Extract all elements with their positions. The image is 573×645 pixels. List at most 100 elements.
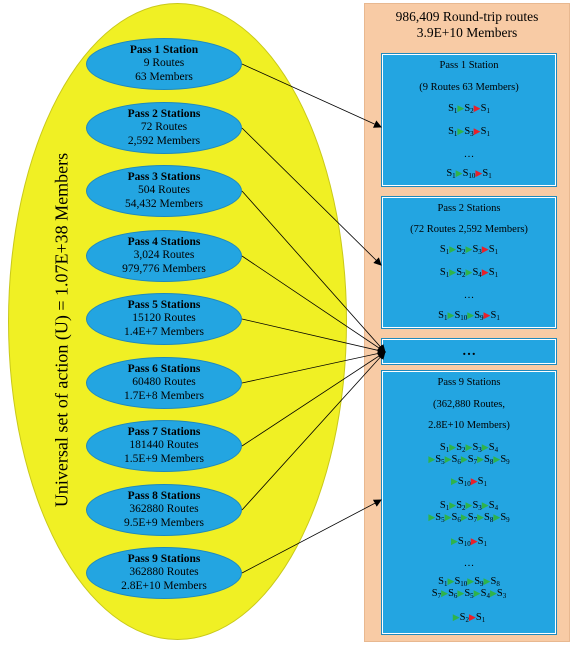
route-row: S1▶S10▶S9▶S1 <box>438 310 500 322</box>
box-summary: (72 Routes 2,592 Members) <box>410 224 528 235</box>
green-arrow-icon: ▶ <box>477 454 485 464</box>
green-arrow-icon: ▶ <box>467 576 475 586</box>
pass-6-node[interactable]: Pass 6 Stations 60480 Routes 1.7E+8 Memb… <box>86 357 242 409</box>
box-title: Pass 9 Stations <box>437 377 501 388</box>
green-arrow-icon: ▶ <box>449 244 457 254</box>
pass-9-box[interactable]: Pass 9 Stations (362,880 Routes, 2.8E+10… <box>382 371 556 634</box>
red-arrow-icon: ▶ <box>483 310 491 320</box>
pass-title: Pass 5 Stations <box>127 298 201 311</box>
green-arrow-icon: ▶ <box>449 442 457 452</box>
pass-members: 1.5E+9 Members <box>124 452 204 465</box>
ellipsis: … <box>462 344 476 359</box>
box-summary: 2.8E+10 Members) <box>428 420 510 431</box>
green-arrow-icon: ▶ <box>441 588 449 598</box>
green-arrow-icon: ▶ <box>449 267 457 277</box>
pass-title: Pass 3 Stations <box>127 170 201 183</box>
green-arrow-icon: ▶ <box>450 476 458 486</box>
pass-members: 1.4E+7 Members <box>124 325 204 338</box>
ellipsis: … <box>463 290 475 301</box>
pass-routes: 181440 Routes <box>129 439 199 452</box>
box-title: Pass 2 Stations <box>437 203 501 214</box>
more-passes-box[interactable]: … <box>382 339 556 364</box>
green-arrow-icon: ▶ <box>444 454 452 464</box>
box-summary: (362,880 Routes, <box>432 399 506 410</box>
red-arrow-icon: ▶ <box>473 126 481 136</box>
green-arrow-icon: ▶ <box>428 512 436 522</box>
route-row: S1▶S10▶S9▶S8 <box>438 576 500 588</box>
pass-members: 2,592 Members <box>127 134 201 147</box>
route-row: ▶S5▶S6▶S7▶S8▶S9 <box>428 512 510 524</box>
route-row: S1▶S2▶S1 <box>448 103 490 115</box>
pass-title: Pass 7 Stations <box>127 425 201 438</box>
pass-1-box[interactable]: Pass 1 Station (9 Routes 63 Members) S1▶… <box>382 54 556 186</box>
pass-routes: 362880 Routes <box>129 503 199 516</box>
pass-routes: 72 Routes <box>140 121 188 134</box>
pass-members: 63 Members <box>135 70 193 83</box>
green-arrow-icon: ▶ <box>457 126 465 136</box>
green-arrow-icon: ▶ <box>465 267 473 277</box>
box-title: Pass 1 Station <box>439 60 499 71</box>
green-arrow-icon: ▶ <box>447 310 455 320</box>
green-arrow-icon: ▶ <box>460 454 468 464</box>
pass-title: Pass 1 Station <box>129 43 199 56</box>
green-arrow-icon: ▶ <box>465 442 473 452</box>
pass-9-node[interactable]: Pass 9 Stations 362880 Routes 2.8E+10 Me… <box>86 547 242 599</box>
box-summary: (9 Routes 63 Members) <box>419 82 519 93</box>
ellipsis: … <box>463 149 475 160</box>
pass-members: 979,776 Members <box>122 262 206 275</box>
route-row: ▶S10▶S1 <box>450 536 488 548</box>
red-arrow-icon: ▶ <box>481 267 489 277</box>
panel-title: 986,409 Round-trip routes 3.9E+10 Member… <box>395 9 539 40</box>
arrow-pass6 <box>241 349 386 384</box>
green-arrow-icon: ▶ <box>457 103 465 113</box>
route-row: S7▶S6▶S5▶S4▶S3 <box>431 588 507 600</box>
route-row: S1▶S2▶S3▶S4 <box>439 500 499 512</box>
green-arrow-icon: ▶ <box>447 576 455 586</box>
pass-7-node[interactable]: Pass 7 Stations 181440 Routes 1.5E+9 Mem… <box>86 420 242 472</box>
green-arrow-icon: ▶ <box>483 576 491 586</box>
route-row: S1▶S10▶S1 <box>446 168 492 180</box>
pass-routes: 15120 Routes <box>132 312 196 325</box>
pass-title: Pass 8 Stations <box>127 489 201 502</box>
pass-4-node[interactable]: Pass 4 Stations 3,024 Routes 979,776 Mem… <box>86 230 242 282</box>
arrow-pass7 <box>241 351 386 447</box>
pass-1-node[interactable]: Pass 1 Station 9 Routes 63 Members <box>86 38 242 90</box>
red-arrow-icon: ▶ <box>481 244 489 254</box>
green-arrow-icon: ▶ <box>450 536 458 546</box>
green-arrow-icon: ▶ <box>489 588 497 598</box>
pass-members: 9.5E+9 Members <box>124 516 204 529</box>
green-arrow-icon: ▶ <box>457 588 465 598</box>
green-arrow-icon: ▶ <box>452 612 460 622</box>
pass-title: Pass 9 Stations <box>127 552 201 565</box>
pass-3-node[interactable]: Pass 3 Stations 504 Routes 54,432 Member… <box>86 165 242 217</box>
green-arrow-icon: ▶ <box>460 512 468 522</box>
pass-2-node[interactable]: Pass 2 Stations 72 Routes 2,592 Members <box>86 102 242 154</box>
red-arrow-icon: ▶ <box>470 536 478 546</box>
route-row: S1▶S2▶S3▶S1 <box>439 244 499 256</box>
arrow-pass3 <box>241 190 386 353</box>
green-arrow-icon: ▶ <box>455 168 463 178</box>
green-arrow-icon: ▶ <box>467 310 475 320</box>
green-arrow-icon: ▶ <box>477 512 485 522</box>
green-arrow-icon: ▶ <box>481 442 489 452</box>
pass-2-box[interactable]: Pass 2 Stations (72 Routes 2,592 Members… <box>382 197 556 328</box>
pass-5-node[interactable]: Pass 5 Stations 15120 Routes 1.4E+7 Memb… <box>86 293 242 345</box>
arrow-pass1-to-box1 <box>241 63 382 128</box>
pass-8-node[interactable]: Pass 8 Stations 362880 Routes 9.5E+9 Mem… <box>86 484 242 536</box>
pass-title: Pass 2 Stations <box>127 107 201 120</box>
ellipsis: … <box>463 558 475 569</box>
route-row: S1▶S2▶S3▶S4 <box>439 442 499 454</box>
green-arrow-icon: ▶ <box>465 244 473 254</box>
arrow-pass5 <box>241 318 386 355</box>
red-arrow-icon: ▶ <box>475 168 483 178</box>
pass-routes: 3,024 Routes <box>133 249 195 262</box>
pass-routes: 504 Routes <box>137 184 191 197</box>
green-arrow-icon: ▶ <box>473 588 481 598</box>
pass-members: 54,432 Members <box>125 197 203 210</box>
route-row: S1▶S2▶S4▶S1 <box>439 267 499 279</box>
route-row: ▶S2▶S1 <box>452 612 486 624</box>
arrow-pass8 <box>241 351 386 511</box>
arrow-pass2-to-box2 <box>241 127 382 266</box>
route-row: S1▶S3▶S1 <box>448 126 490 138</box>
